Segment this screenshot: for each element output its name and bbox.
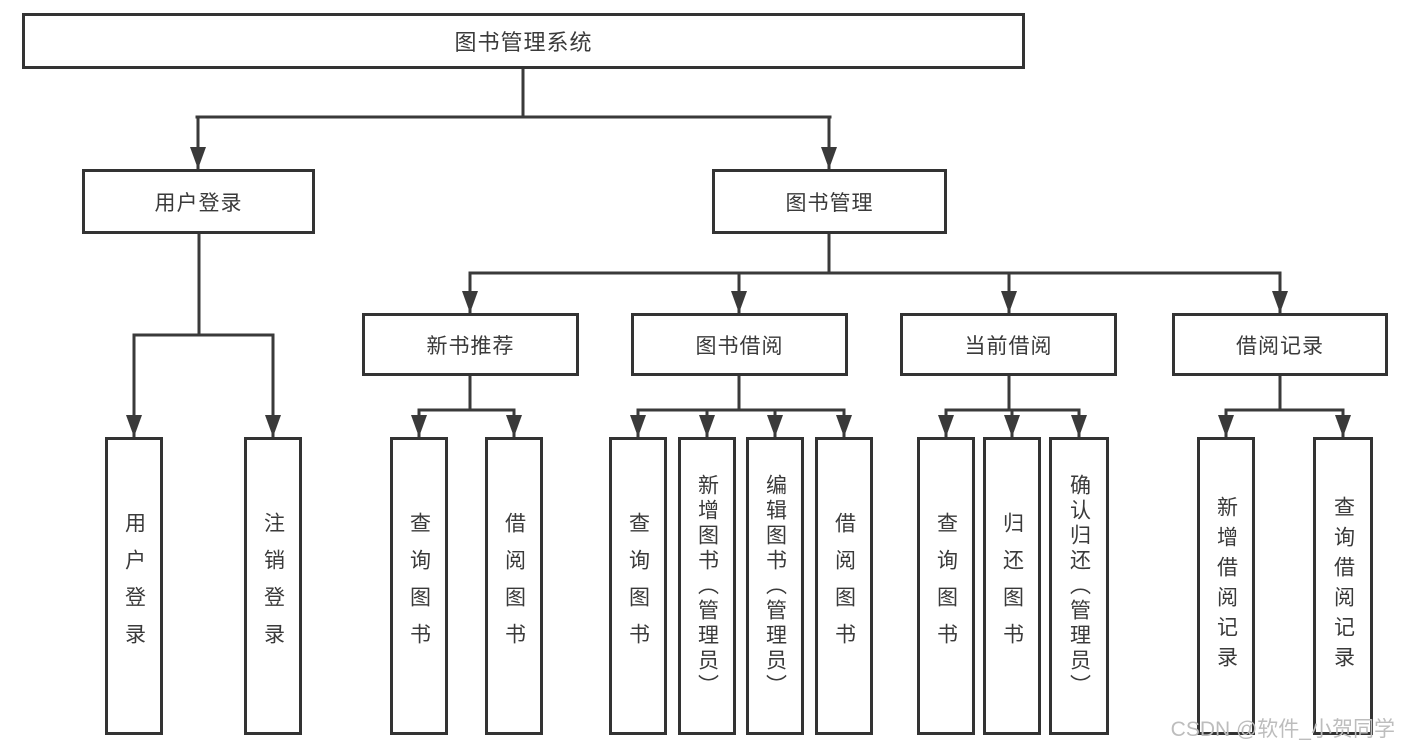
node-book-borrowing: 图书借阅 [631, 313, 848, 376]
leaf-return-books: 归还图书 [983, 437, 1041, 735]
leaf-query-books-recommend: 查询图书 [390, 437, 448, 735]
node-borrow-records: 借阅记录 [1172, 313, 1388, 376]
leaf-borrow-books: 借阅图书 [815, 437, 873, 735]
node-new-book-recommend: 新书推荐 [362, 313, 579, 376]
leaf-label: 归还图书 [1000, 512, 1024, 660]
node-current-borrowing: 当前借阅 [900, 313, 1117, 376]
leaf-label: 查询图书 [626, 512, 650, 660]
leaf-user-login: 用户登录 [105, 437, 163, 735]
leaf-logout: 注销登录 [244, 437, 302, 735]
leaf-add-books-admin: 新增图书（管理员） [678, 437, 736, 735]
leaf-add-borrow-record: 新增借阅记录 [1197, 437, 1255, 735]
leaf-label: 查询图书 [407, 512, 431, 660]
leaf-label: 新增借阅记录 [1214, 496, 1238, 676]
leaf-borrow-books-recommend: 借阅图书 [485, 437, 543, 735]
leaf-query-borrow-record: 查询借阅记录 [1313, 437, 1373, 735]
leaf-label: 编辑图书（管理员） [763, 473, 787, 699]
leaf-query-books-borrowing: 查询图书 [609, 437, 667, 735]
node-book-management: 图书管理 [712, 169, 947, 234]
leaf-label: 用户登录 [122, 512, 146, 660]
leaf-confirm-return-admin: 确认归还（管理员） [1049, 437, 1109, 735]
leaf-label: 借阅图书 [832, 512, 856, 660]
leaf-label: 查询图书 [934, 512, 958, 660]
leaf-label: 借阅图书 [502, 512, 526, 660]
leaf-edit-books-admin: 编辑图书（管理员） [746, 437, 804, 735]
csdn-watermark: CSDN @软件_小贺同学 [1170, 718, 1395, 741]
node-system-root: 图书管理系统 [22, 13, 1025, 69]
tree-connectors [126, 68, 1351, 437]
leaf-query-books-current: 查询图书 [917, 437, 975, 735]
leaf-label: 新增图书（管理员） [695, 473, 719, 699]
node-user-login: 用户登录 [82, 169, 315, 234]
leaf-label: 确认归还（管理员） [1067, 473, 1091, 699]
leaf-label: 查询借阅记录 [1331, 496, 1355, 676]
leaf-label: 注销登录 [261, 512, 285, 660]
